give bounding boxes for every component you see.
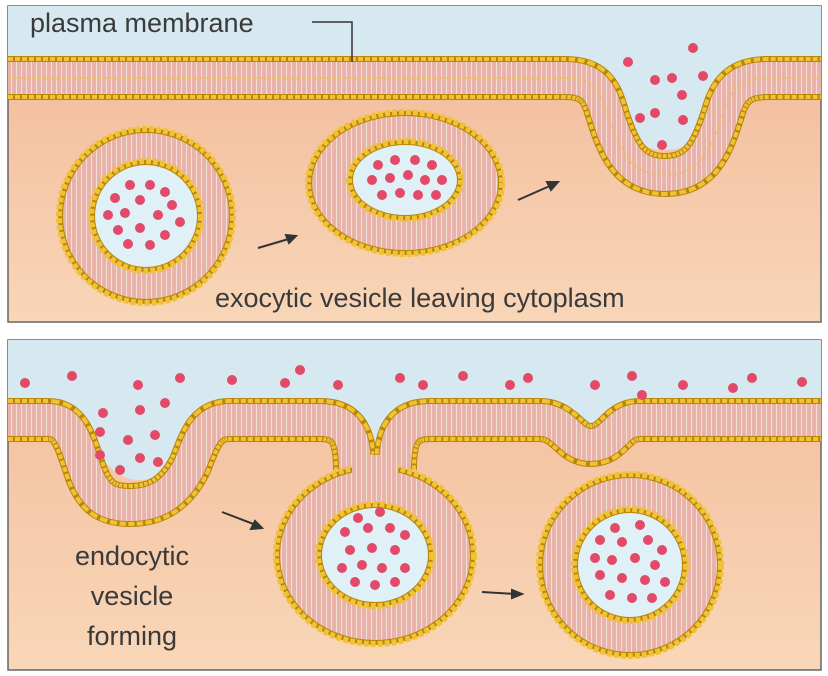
lipid-tails: [8, 404, 371, 522]
endocytosis-caption-line2: vesicle: [91, 581, 174, 611]
lipid-tails: [379, 404, 821, 471]
vesicle-right: [536, 471, 724, 659]
vesicle-pinching: [273, 455, 477, 647]
extracellular-cargo: [20, 365, 807, 475]
released-cargo: [623, 43, 708, 150]
extracellular-space: [8, 6, 821, 150]
vesicle-middle: [305, 109, 505, 257]
arrow-right-icon: [257, 233, 299, 249]
panel-exocytosis: plasma membrane exocytic vesicle leaving…: [7, 5, 822, 323]
bilayer-midline: [8, 77, 821, 177]
membrane-label: plasma membrane: [30, 8, 254, 38]
endocytosis-caption-line3: forming: [87, 621, 177, 651]
vesicle-left: [56, 126, 236, 306]
panel-endocytosis: endocytic vesicle forming: [7, 339, 822, 671]
arrow-right-icon: [517, 181, 561, 201]
label-leader-line: [312, 21, 353, 62]
arrow-right-icon: [221, 511, 265, 531]
endocytosis-caption-line1: endocytic: [75, 541, 189, 571]
exocytosis-caption: exocytic vesicle leaving cytoplasm: [215, 283, 625, 313]
arrow-right-icon: [481, 588, 525, 600]
